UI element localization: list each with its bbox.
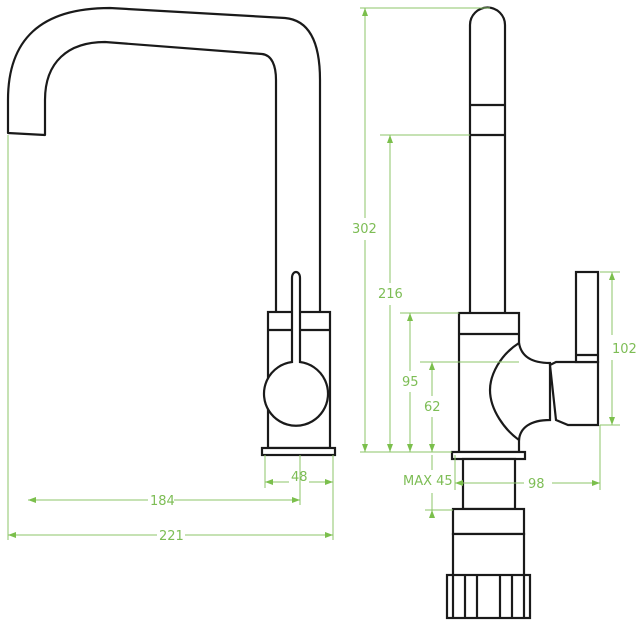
spout-tube (468, 6, 507, 315)
dim-overall-reach: 221 (159, 529, 184, 544)
dim-max-countertop: MAX 45 (403, 474, 453, 489)
spout-inner (43, 40, 278, 312)
spout-outer (6, 6, 322, 312)
dim-spout-reach: 184 (150, 494, 175, 509)
dim-connector-height: 62 (424, 400, 441, 415)
handle-hub (548, 360, 600, 427)
dim-body-height: 95 (402, 375, 419, 390)
mount-nut (451, 507, 526, 536)
base-plate (260, 446, 337, 457)
handle-connector (488, 341, 552, 443)
faucet-front-view (6, 6, 337, 457)
dim-spout-height: 216 (378, 287, 403, 302)
dimension-lines: 302 216 95 62 MAX 45 98 102 184 48 (7, 7, 637, 544)
mount-body (451, 532, 526, 578)
faucet-side-view (445, 6, 600, 620)
dim-overall-height: 302 (352, 222, 377, 237)
mount-teeth (445, 573, 532, 620)
teeth-lines (451, 575, 526, 618)
spout-nozzle (6, 100, 47, 137)
lever-handle (262, 270, 330, 427)
dim-handle-reach: 98 (528, 477, 545, 492)
handle-lever (574, 270, 600, 364)
dim-handle-height: 102 (612, 342, 637, 357)
mount-stem (461, 457, 517, 511)
dim-base-diameter: 48 (291, 470, 308, 485)
